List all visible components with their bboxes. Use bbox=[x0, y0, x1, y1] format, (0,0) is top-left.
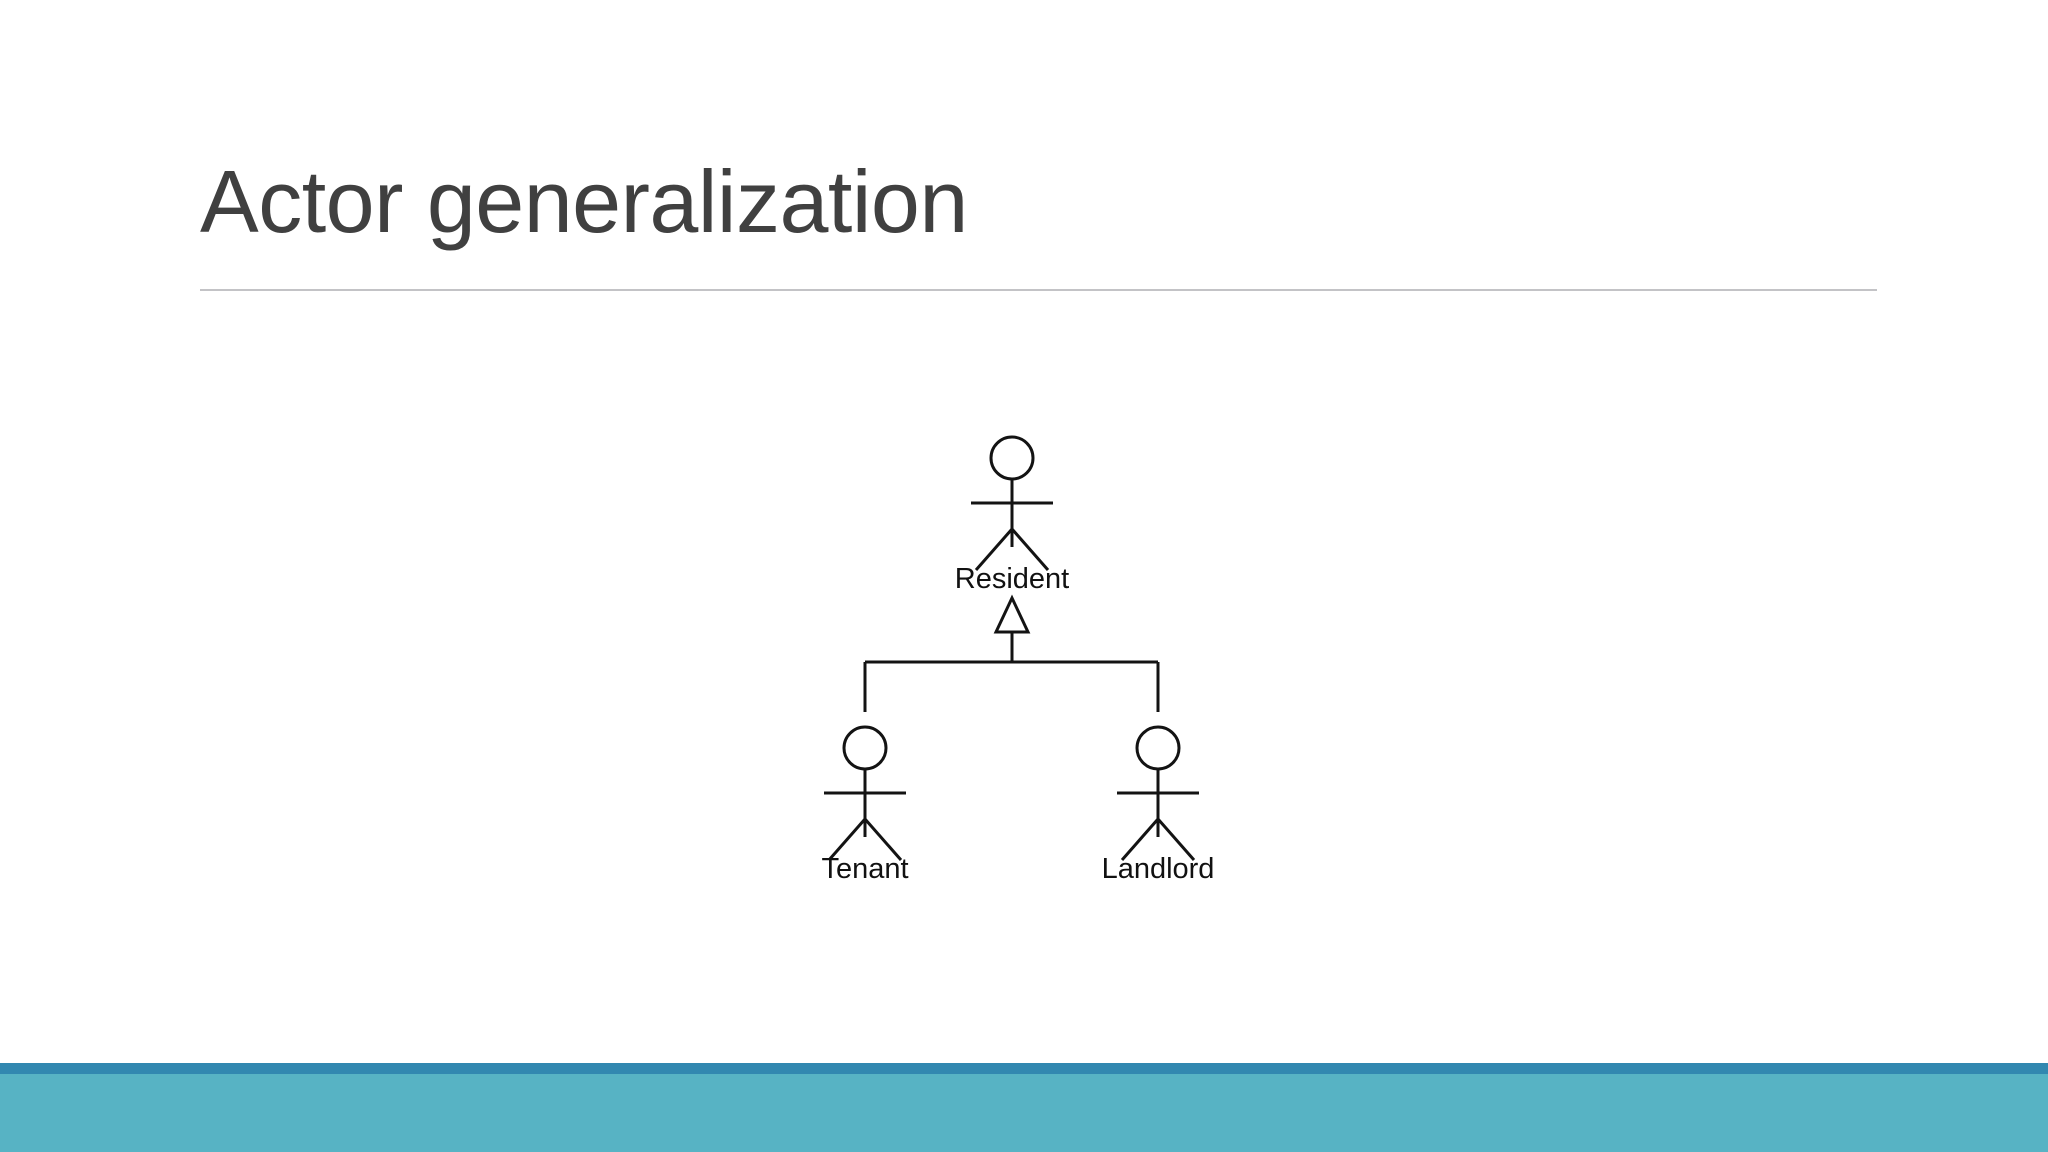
actor-tenant: Tenant bbox=[821, 725, 909, 885]
footer-band-dark bbox=[0, 1063, 2048, 1074]
uml-diagram-svg: Resident Tenant bbox=[821, 435, 1215, 885]
actor-resident: Resident bbox=[955, 435, 1069, 595]
actor-head-icon bbox=[1135, 725, 1181, 771]
actor-left-leg-line bbox=[974, 528, 1014, 571]
actor-right-leg-line bbox=[1010, 528, 1050, 571]
actor-label-landlord: Landlord bbox=[1102, 853, 1215, 885]
actor-landlord: Landlord bbox=[1102, 725, 1215, 885]
actor-right-leg-line bbox=[863, 818, 903, 861]
generalization-connector bbox=[863, 594, 1160, 712]
title-block: Actor generalization bbox=[200, 150, 1880, 295]
footer-band-light bbox=[0, 1074, 2048, 1152]
uml-actor-generalization-diagram: Resident Tenant bbox=[760, 410, 1320, 910]
actor-head-icon bbox=[989, 435, 1035, 481]
actor-label-tenant: Tenant bbox=[821, 853, 908, 885]
actor-left-leg-line bbox=[1120, 818, 1160, 861]
generalization-triangle-icon bbox=[993, 594, 1031, 634]
page-title: Actor generalization bbox=[200, 152, 968, 251]
title-divider bbox=[200, 289, 1877, 291]
actor-head-icon bbox=[842, 725, 888, 771]
actor-left-leg-line bbox=[827, 818, 867, 861]
actor-label-resident: Resident bbox=[955, 563, 1069, 595]
actor-right-leg-line bbox=[1156, 818, 1196, 861]
